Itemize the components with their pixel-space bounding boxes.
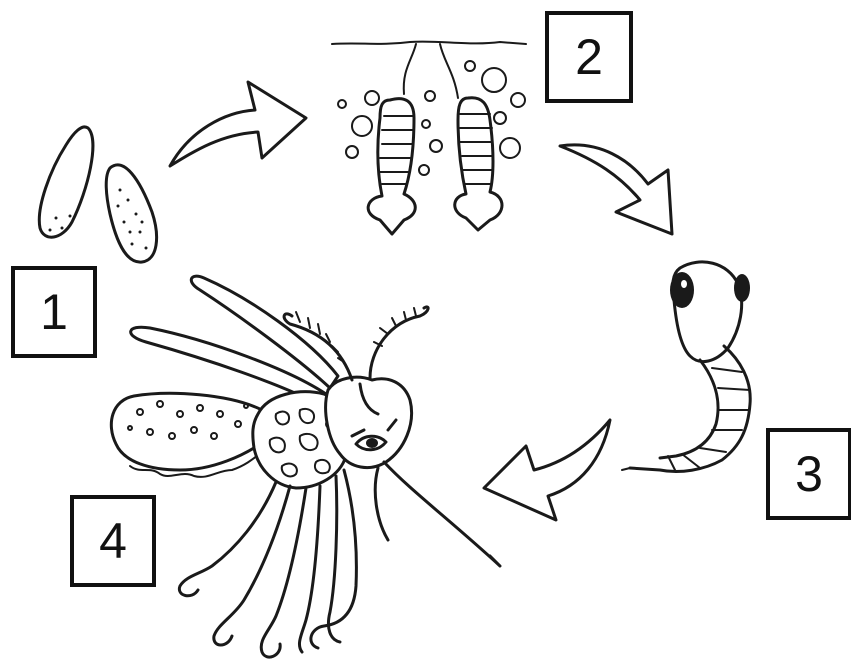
water-surface: [332, 42, 526, 44]
proboscis: [384, 462, 500, 566]
larvae-illustration: [332, 42, 526, 234]
mosquito-legs: [179, 470, 356, 657]
arrow-pupa-to-adult: [484, 420, 610, 520]
stage-label-3-text: 3: [795, 449, 823, 499]
egg-right: [106, 165, 156, 262]
egg-left: [39, 127, 93, 237]
abdomen: [111, 393, 266, 470]
stage-label-1: 1: [11, 266, 97, 358]
antenna-right: [370, 307, 428, 378]
adult-mosquito-illustration: [111, 276, 500, 657]
stage-label-4: 4: [70, 495, 156, 587]
larva-left: [368, 99, 415, 234]
stage-label-3: 3: [766, 428, 851, 520]
stage-label-1-text: 1: [40, 287, 68, 337]
arrow-larvae-to-pupa: [560, 145, 672, 234]
pupa-illustration: [622, 262, 750, 472]
eggs-illustration: [39, 127, 156, 262]
stage-label-2: 2: [545, 11, 633, 103]
stage-label-2-text: 2: [575, 32, 603, 82]
air-bubbles: [338, 61, 525, 175]
stage-label-4-text: 4: [99, 516, 127, 566]
pupa-eye-left: [670, 272, 694, 308]
arrow-eggs-to-larvae: [170, 82, 306, 166]
pupa-eye-right: [734, 274, 750, 302]
mosquito-head: [326, 377, 412, 467]
